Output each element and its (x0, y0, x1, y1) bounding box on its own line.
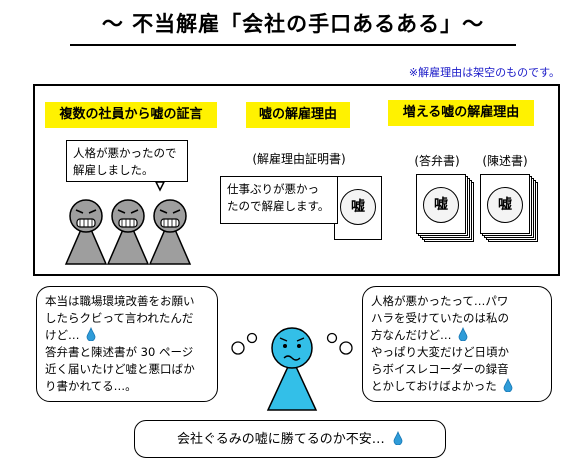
anxiety-bubble: 会社ぐるみの嘘に勝てるのか不安… (134, 420, 446, 458)
lie-stamp: 嘘 (487, 187, 523, 223)
lying-employee-center-icon (106, 199, 150, 265)
worker-line1: 本当は職場環境改善をお願い (45, 294, 195, 308)
lying-employee-right-icon (148, 199, 192, 265)
regret-line5: らボイスレコーダーの録音 (371, 362, 509, 376)
statement-caption: (陳述書) (482, 154, 528, 168)
employee-speech-line2: 解雇しました。 (73, 163, 154, 177)
thought-circle-icon (339, 341, 353, 355)
worker-line2: したらクビって言われたんだ (45, 311, 194, 325)
lying-employees-illustration (64, 181, 192, 265)
worker-line4: 答弁書と陳述書が 30 ページ (45, 345, 194, 359)
regret-line3: 方なんだけど… (371, 328, 452, 342)
lying-employee-left-icon (64, 199, 108, 265)
worker-explanation-bubble: 本当は職場環境改善をお願い したらクビって言われたんだ けど… 答弁書と陳述書が… (36, 286, 218, 402)
regret-line1: 人格が悪かったって…パワ (371, 294, 509, 308)
growing-false-reasons-heading: 増える嘘の解雇理由 (388, 100, 534, 126)
sweat-drop-icon (458, 326, 468, 342)
statement-stack: 嘘 (480, 174, 540, 244)
worker-regret-bubble: 人格が悪かったって…パワ ハラを受けていたのは私の 方なんだけど… やっぱり大変… (362, 286, 552, 402)
employee-speech-line1: 人格が悪かったので (73, 146, 177, 160)
dismissal-certificate-document: 嘘 (334, 176, 382, 240)
employee-speech-bubble: 人格が悪かったので 解雇しました。 (66, 140, 188, 182)
examples-panel (33, 84, 560, 276)
worker-line5: 近く届いたけど嘘と悪口ばか (45, 362, 195, 376)
regret-line4: やっぱり大変だけど日頃か (371, 345, 509, 359)
anxiety-text: 会社ぐるみの嘘に勝てるのか不安… (177, 432, 385, 447)
sweat-drop-icon (393, 430, 403, 446)
worried-worker-illustration (231, 327, 353, 411)
lie-stamp: 嘘 (423, 187, 459, 223)
false-testimony-heading: 複数の社員から嘘の証言 (45, 102, 217, 128)
stack-sheet-top: 嘘 (416, 174, 466, 234)
title-underline (70, 44, 516, 46)
page-title: 〜 不当解雇「会社の手口あるある」〜 (101, 12, 485, 36)
false-reason-heading: 嘘の解雇理由 (246, 102, 350, 128)
dismissal-certificate-caption: (解雇理由証明書) (252, 152, 346, 166)
company-speech-line2: たので解雇します。 (227, 199, 330, 213)
company-speech-bubble: 仕事ぶりが悪かっ たので解雇します。 (220, 176, 338, 224)
sweat-drop-icon (504, 377, 513, 393)
thought-circle-icon (246, 332, 258, 344)
regret-line6: とかしておけばよかった (371, 379, 497, 393)
answer-brief-caption: (答弁書) (414, 154, 460, 168)
worker-line3: けど… (45, 328, 80, 342)
regret-line2: ハラを受けていたのは私の (371, 311, 509, 325)
worried-worker-icon (266, 327, 318, 411)
stack-sheet-top: 嘘 (480, 174, 530, 234)
sweat-drop-icon (86, 326, 96, 342)
thought-circle-icon (326, 332, 338, 344)
worker-line6: り書かれてる…。 (45, 379, 137, 393)
lie-stamp: 嘘 (340, 189, 376, 225)
disclaimer-note: ※解雇理由は架空のものです。 (408, 66, 560, 79)
company-speech-line1: 仕事ぶりが悪かっ (227, 182, 319, 196)
answer-brief-stack: 嘘 (416, 174, 476, 244)
thought-circle-icon (231, 341, 245, 355)
